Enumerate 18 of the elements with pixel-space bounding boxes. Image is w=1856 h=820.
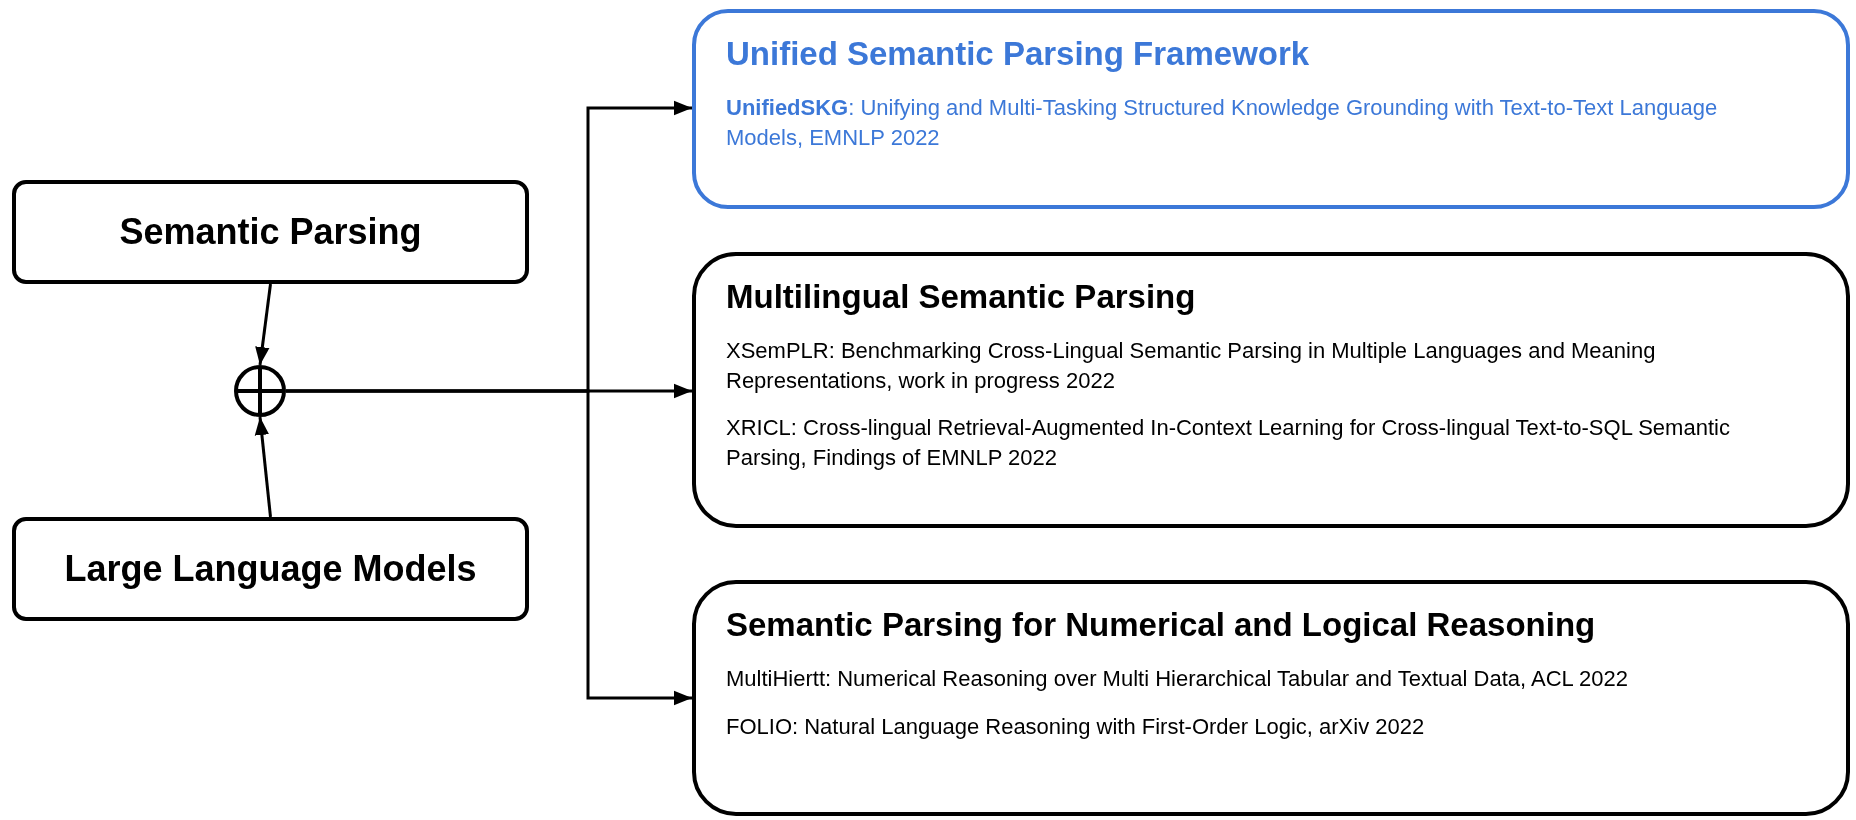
paper-reference: XSemPLR: Benchmarking Cross-Lingual Semantic Parsing in Multiple Languages and Meaning Representations, work in progress 2022 [726,337,1657,395]
input-box [12,517,529,621]
paper-reference: MultiHiertt: Numerical Reasoning over Multi Hierarchical Tabular and Textual Data, ACL 2022 [726,665,1630,693]
box-title: Multilingual Semantic Parsing [726,278,1197,316]
topic-box [692,9,1850,209]
topic-box [692,580,1850,816]
paper-reference: UnifiedSKG: Unifying and Multi-Tasking Structured Knowledge Grounding with Text-to-Text Language Models, EMNLP 2022 [726,94,1719,152]
arrow [255,283,272,366]
input-box [12,180,529,284]
paper-reference: XRICL: Cross-lingual Retrieval-Augmented In-Context Learning for Cross-lingual Text-to-SQL Semantic Parsing, Findings of EMNLP 2022 [726,414,1731,473]
box-title: Large Language Models [64,548,477,590]
box-title: Unified Semantic Parsing Framework [726,35,1311,73]
arrow [254,416,272,518]
box-title: Semantic Parsing for Numerical and Logical Reasoning [726,606,1597,644]
box-title: Semantic Parsing [119,211,422,253]
topic-box [692,252,1850,528]
arrow [286,389,692,706]
paper-reference: FOLIO: Natural Language Reasoning with First-Order Logic, arXiv 2022 [726,712,1426,741]
